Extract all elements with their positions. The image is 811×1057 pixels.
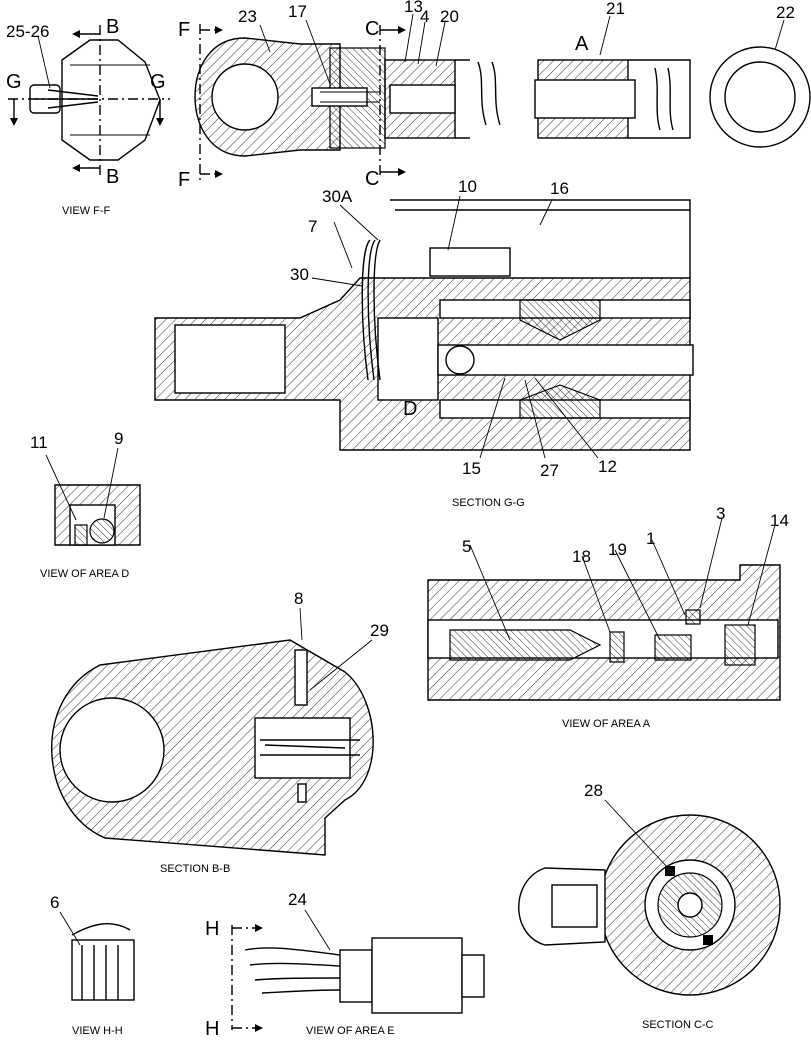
callout-20: 20 [440, 7, 459, 26]
callout-29: 29 [370, 621, 389, 640]
rod-end-top-view [194, 13, 501, 180]
callout-16: 16 [550, 179, 569, 198]
callout-19: 19 [608, 540, 627, 559]
callout-3: 3 [716, 504, 725, 523]
section-letter-h-bottom: H [205, 1018, 219, 1040]
callout-18: 18 [572, 547, 591, 566]
callout-8: 8 [294, 589, 303, 608]
callout-21: 21 [606, 0, 625, 18]
callout-4: 4 [420, 7, 429, 26]
view-hh [59, 911, 135, 1001]
section-letter-h-top: H [205, 918, 219, 940]
callout-30a: 30A [322, 187, 353, 206]
caption-section-cc: SECTION C-C [642, 1019, 714, 1031]
section-letter-f-top: F [178, 19, 190, 41]
callout-6: 6 [50, 893, 59, 912]
section-letter-b-bottom: B [106, 166, 119, 188]
callout-12: 12 [598, 457, 617, 476]
callout-25-26: 25-26 [6, 22, 49, 41]
callout-9: 9 [114, 429, 123, 448]
callout-11: 11 [30, 433, 48, 452]
section-letter-g-right: G [150, 71, 166, 93]
callout-23: 23 [238, 7, 257, 26]
view-ff [8, 25, 170, 178]
callout-30: 30 [290, 265, 309, 284]
caption-view-hh: VIEW H-H [72, 1025, 123, 1037]
callout-13: 13 [404, 0, 423, 16]
callout-17: 17 [288, 2, 307, 21]
section-letter-a: A [575, 33, 589, 55]
callout-28: 28 [584, 781, 603, 800]
section-cc [518, 799, 781, 996]
section-bb [51, 607, 374, 856]
callout-15: 15 [462, 459, 481, 478]
section-gg [154, 195, 694, 459]
caption-section-gg: SECTION G-G [452, 497, 525, 509]
caption-view-ff: VIEW F-F [62, 205, 111, 217]
caption-section-bb: SECTION B-B [160, 863, 230, 875]
caption-view-area-a: VIEW OF AREA A [562, 718, 651, 730]
section-letter-c-bottom: C [365, 168, 379, 190]
cylinder-top-view [534, 15, 811, 148]
section-letter-f-bottom: F [178, 169, 190, 191]
section-letter-c-top: C [365, 18, 379, 40]
callout-22: 22 [776, 3, 795, 22]
section-letter-d: D [403, 398, 417, 420]
section-letter-g-left: G [6, 71, 22, 93]
caption-view-area-e: VIEW OF AREA E [306, 1025, 395, 1037]
view-area-d [45, 447, 141, 546]
callout-1: 1 [646, 529, 655, 548]
callout-14: 14 [770, 511, 789, 530]
callout-24: 24 [288, 890, 307, 909]
callout-5: 5 [462, 537, 471, 556]
view-area-a [427, 517, 781, 701]
callout-7: 7 [308, 217, 317, 236]
callout-10: 10 [458, 177, 477, 196]
callout-27: 27 [540, 461, 559, 480]
view-area-e [231, 909, 485, 1032]
caption-view-area-d: VIEW OF AREA D [40, 568, 129, 580]
section-letter-b-top: B [106, 16, 119, 38]
